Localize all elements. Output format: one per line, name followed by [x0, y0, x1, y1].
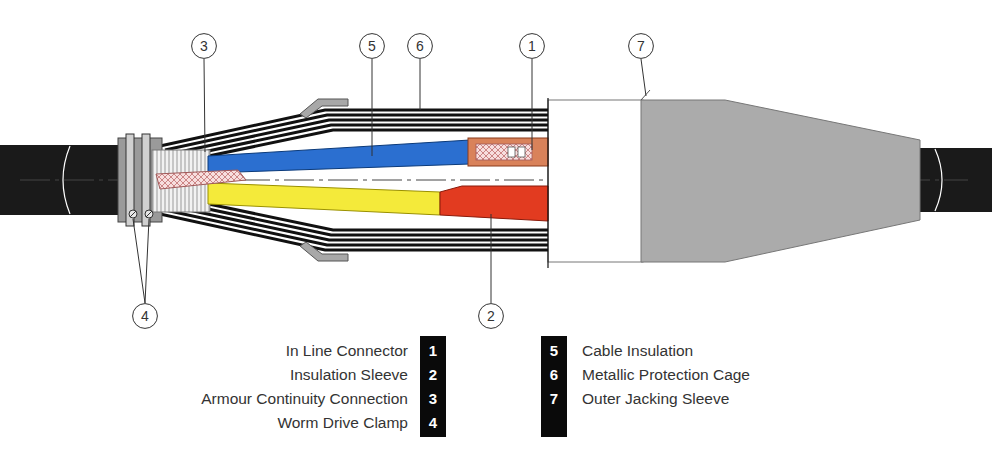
- key-number-bar: 1 2 3 4: [420, 336, 446, 437]
- key-number: 2: [420, 367, 446, 382]
- sleeve-cone: [641, 100, 920, 262]
- callout-number: 1: [519, 39, 545, 53]
- leader-line: [145, 219, 149, 303]
- connector-screw: [508, 147, 515, 157]
- screw-slot: [146, 211, 152, 217]
- callout-number: 7: [628, 33, 654, 59]
- armour-braid: [156, 170, 246, 189]
- cable-sheath: [0, 145, 125, 215]
- callout-circle-outline: [408, 34, 433, 59]
- cage-collar: [300, 242, 348, 261]
- callout-circle-outline: [520, 34, 545, 59]
- screw-slot: [130, 211, 136, 217]
- part-name: Insulation Sleeve: [290, 367, 408, 383]
- part-name: Cable Insulation: [582, 343, 693, 359]
- callout-number: 4: [132, 309, 158, 323]
- callout-circle-outline: [360, 34, 385, 59]
- leader-lines: [133, 59, 646, 303]
- connector-bore: [476, 144, 532, 160]
- key-number-bar: 5 6 7: [541, 336, 567, 437]
- leader-line: [491, 214, 492, 303]
- callout-circle-outline: [192, 34, 217, 59]
- callout-number: 6: [407, 39, 433, 53]
- key-number: 1: [420, 343, 446, 358]
- callout-number: 6: [407, 33, 433, 59]
- callout-number: 2: [478, 309, 504, 323]
- blue-core-insulation: [208, 140, 470, 173]
- leader-line: [532, 59, 533, 150]
- sleeve-body: [548, 100, 643, 262]
- callout-circle-outline: [629, 34, 654, 59]
- callout-number: 4: [132, 303, 158, 329]
- connector-screw: [518, 147, 525, 157]
- callout-number: 3: [191, 33, 217, 59]
- leader-line: [420, 59, 421, 110]
- callout-circle-outline: [479, 304, 504, 329]
- yellow-core-insulation: [208, 183, 440, 215]
- part-name: Armour Continuity Connection: [201, 391, 408, 407]
- connector-body: [468, 138, 548, 166]
- callout-number: 7: [628, 39, 654, 53]
- part-name: Outer Jacking Sleeve: [582, 391, 729, 407]
- part-name: Worm Drive Clamp: [277, 415, 408, 431]
- key-number: 5: [541, 343, 567, 358]
- key-number: 3: [420, 391, 446, 406]
- leader-line: [133, 219, 145, 303]
- insulation-sleeve: [440, 186, 548, 221]
- clamp-screw: [129, 210, 137, 218]
- joint-boundary: [547, 98, 548, 268]
- part-name: In Line Connector: [286, 343, 408, 359]
- callout-number: 3: [191, 39, 217, 53]
- callout-number: 2: [478, 303, 504, 329]
- key-number: 4: [420, 415, 446, 430]
- cage-collar: [300, 99, 348, 118]
- key-number: 6: [541, 367, 567, 382]
- leader-line: [204, 59, 205, 152]
- leader-line: [641, 59, 646, 96]
- leader-line: [372, 59, 373, 156]
- callout-number: 1: [519, 33, 545, 59]
- key-number: 7: [541, 391, 567, 406]
- callout-number: 5: [359, 39, 385, 53]
- callout-number: 5: [359, 33, 385, 59]
- part-name: Metallic Protection Cage: [582, 367, 750, 383]
- callout-circle-outline: [133, 304, 158, 329]
- clamp-screw: [145, 210, 153, 218]
